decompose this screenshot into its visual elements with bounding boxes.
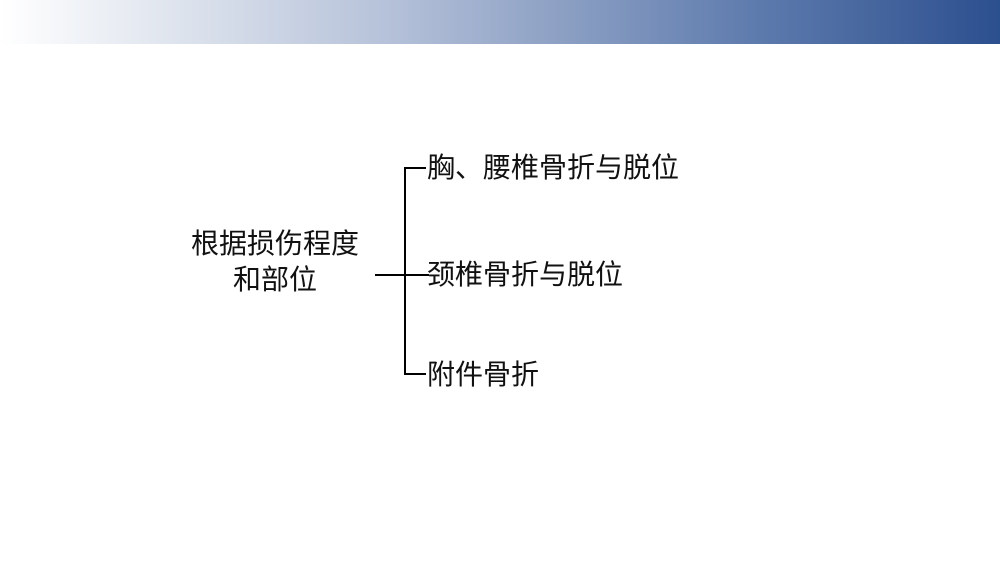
branch-cervical: 颈椎骨折与脱位	[427, 258, 624, 291]
root-connector-line	[375, 274, 429, 276]
root-label-line2: 和部位	[232, 263, 317, 296]
bracket-bottom-tick	[404, 373, 426, 375]
branch-thoracolumbar: 胸、腰椎骨折与脱位	[427, 151, 680, 184]
bracket-vertical-line	[404, 167, 406, 375]
root-label-line1: 根据损伤程度	[190, 227, 359, 260]
branch-appendage: 附件骨折	[427, 358, 540, 391]
title-gradient-band	[0, 0, 1000, 44]
bracket-top-tick	[404, 167, 426, 169]
root-node: 根据损伤程度 和部位	[170, 226, 380, 298]
